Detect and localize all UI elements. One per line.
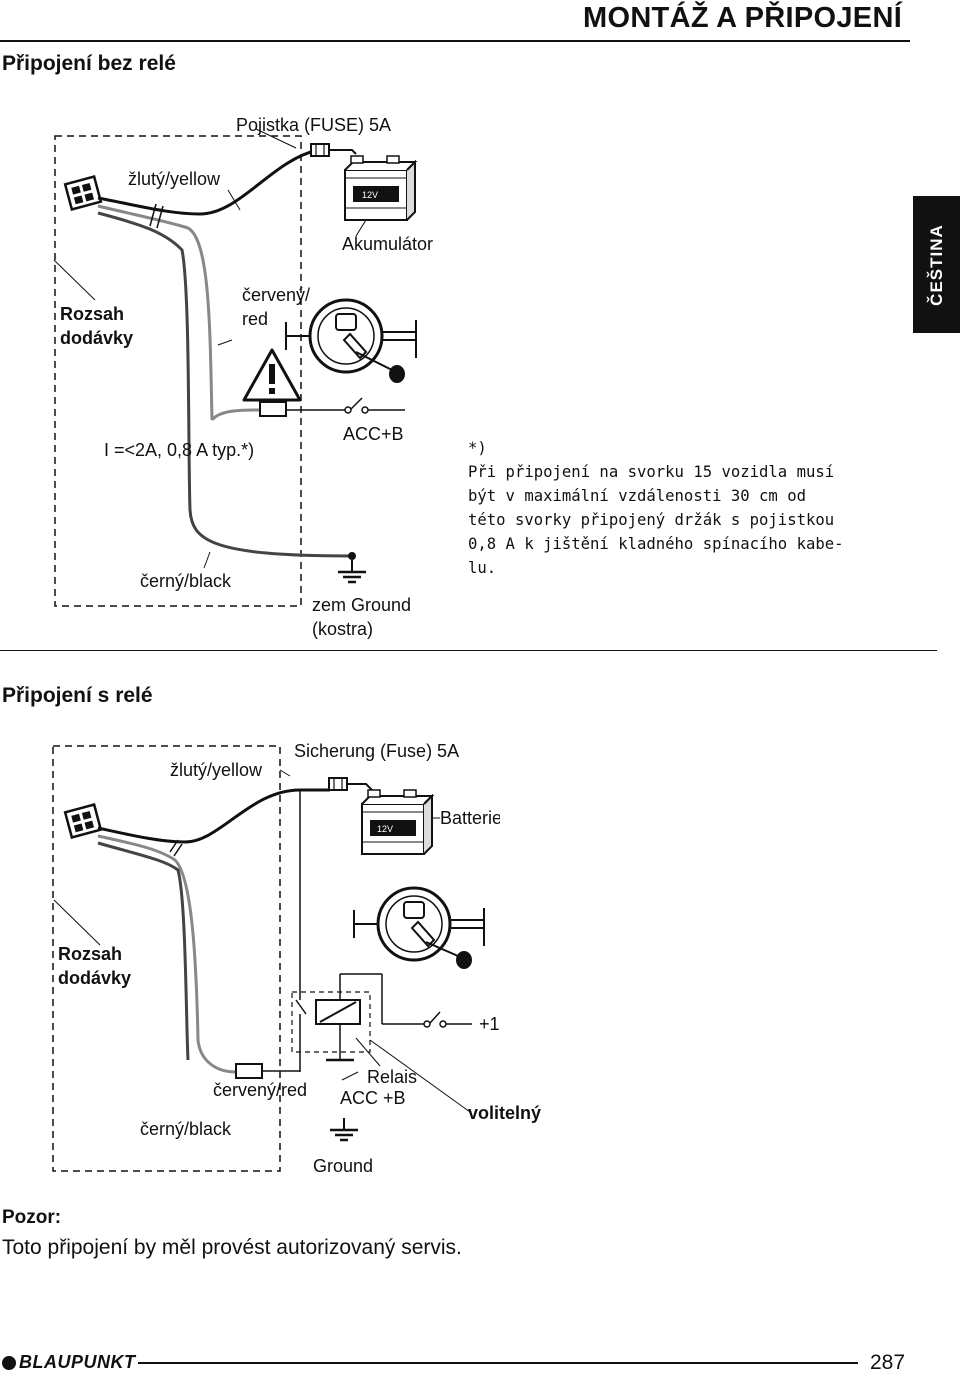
- battery-badge: 12V: [377, 824, 394, 834]
- yellow-wire-label: žlutý/yellow: [170, 760, 263, 780]
- battery-badge: 12V: [362, 190, 379, 200]
- diagram-without-relay: [53, 128, 418, 607]
- diagram-with-relay: [52, 745, 486, 1172]
- page-title: MONTÁŽ A PŘIPOJENÍ: [583, 2, 903, 34]
- section1-heading: Připojení bez relé: [2, 52, 176, 75]
- footer-rule: [138, 1362, 858, 1364]
- red-wire-label: červený/ red: [242, 285, 311, 329]
- ignition-plus-label: +1: [479, 1014, 500, 1034]
- footnote-line: lu.: [468, 559, 497, 577]
- brand-logo: BLAUPUNKT: [2, 1352, 136, 1373]
- warning-text: Toto připojení by měl provést autorizova…: [2, 1236, 462, 1259]
- footnote-line: 0,8 A k jištění kladného spínacího kabe-: [468, 535, 844, 553]
- scope-of-delivery-label: Rozsah dodávky: [60, 304, 134, 348]
- title-rule: [0, 40, 910, 42]
- warning-title: Pozor:: [2, 1207, 62, 1228]
- black-wire-label: černý/black: [140, 571, 232, 591]
- fuse-label: Pojistka (FUSE) 5A: [236, 115, 392, 135]
- footnote-line: Při připojení na svorku 15 vozidla musí: [468, 463, 835, 481]
- ground-label: zem Ground (kostra): [312, 595, 412, 639]
- scope-of-delivery-label: Rozsah dodávky: [58, 944, 132, 988]
- battery-label: Batterie: [440, 808, 500, 828]
- footnote-marker: *): [468, 439, 487, 457]
- ground-label: Ground: [313, 1156, 374, 1176]
- optional-label: volitelný: [468, 1103, 542, 1123]
- page-number: 287: [870, 1351, 906, 1374]
- section2-heading: Připojení s relé: [2, 684, 153, 707]
- footnote-line: být v maximální vzdálenosti 30 cm od: [468, 487, 806, 505]
- brand-name: BLAUPUNKT: [19, 1352, 136, 1372]
- footnote-line: této svorky připojený držák s pojistkou: [468, 511, 835, 529]
- black-wire-label: černý/black: [140, 1119, 232, 1139]
- battery-label: Akumulátor: [342, 234, 434, 254]
- language-tab: ČEŠTINA: [913, 196, 960, 333]
- red-wire-label: červený/red: [213, 1080, 308, 1100]
- acc-label: ACC+B: [343, 424, 404, 444]
- fuse-label: Sicherung (Fuse) 5A: [294, 741, 460, 761]
- acc-label: ACC +B: [340, 1088, 406, 1108]
- section-divider: [0, 650, 937, 651]
- yellow-wire-label: žlutý/yellow: [128, 169, 221, 189]
- current-rating-label: I =<2A, 0,8 A typ.*): [104, 440, 255, 460]
- brand-dot-icon: [2, 1355, 16, 1370]
- relay-label: Relais: [367, 1067, 418, 1087]
